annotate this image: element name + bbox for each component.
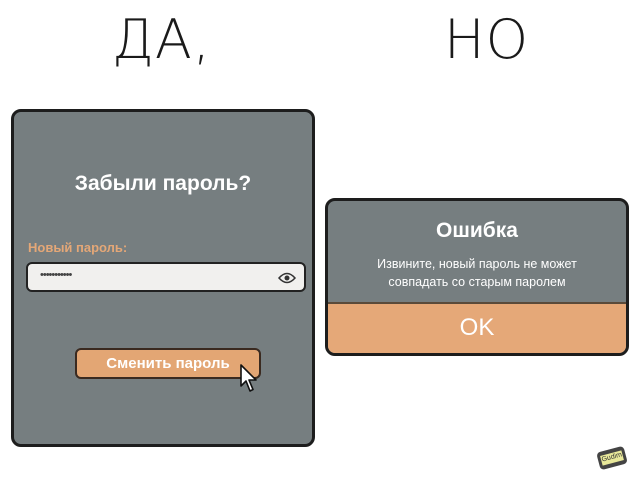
heading-but: НО [444, 8, 530, 71]
mouse-cursor-icon [240, 364, 260, 399]
panel-title: Забыли пароль? [74, 172, 252, 195]
error-dialog: Ошибка Извините, новый пароль не может с… [325, 198, 629, 356]
error-message-line: Извините, новый пароль не может [377, 257, 577, 271]
heading-yes: ДА, [112, 8, 212, 71]
new-password-input[interactable]: ••••••••••• [26, 262, 306, 292]
error-message-line: совпадать со старым паролем [388, 275, 566, 289]
eye-icon[interactable] [277, 271, 297, 289]
reset-password-panel: Забыли пароль? Новый пароль: •••••••••••… [11, 109, 315, 447]
error-message: Извините, новый пароль не может совпадат… [328, 255, 626, 291]
error-title: Ошибка [436, 219, 518, 242]
watermark-logo: Gudim [596, 445, 628, 471]
password-value: ••••••••••• [40, 269, 72, 281]
new-password-label: Новый пароль: [28, 240, 128, 255]
change-password-button[interactable]: Сменить пароль [75, 348, 261, 379]
ok-button[interactable]: OK [328, 302, 626, 353]
watermark-text: Gudim [600, 450, 624, 466]
